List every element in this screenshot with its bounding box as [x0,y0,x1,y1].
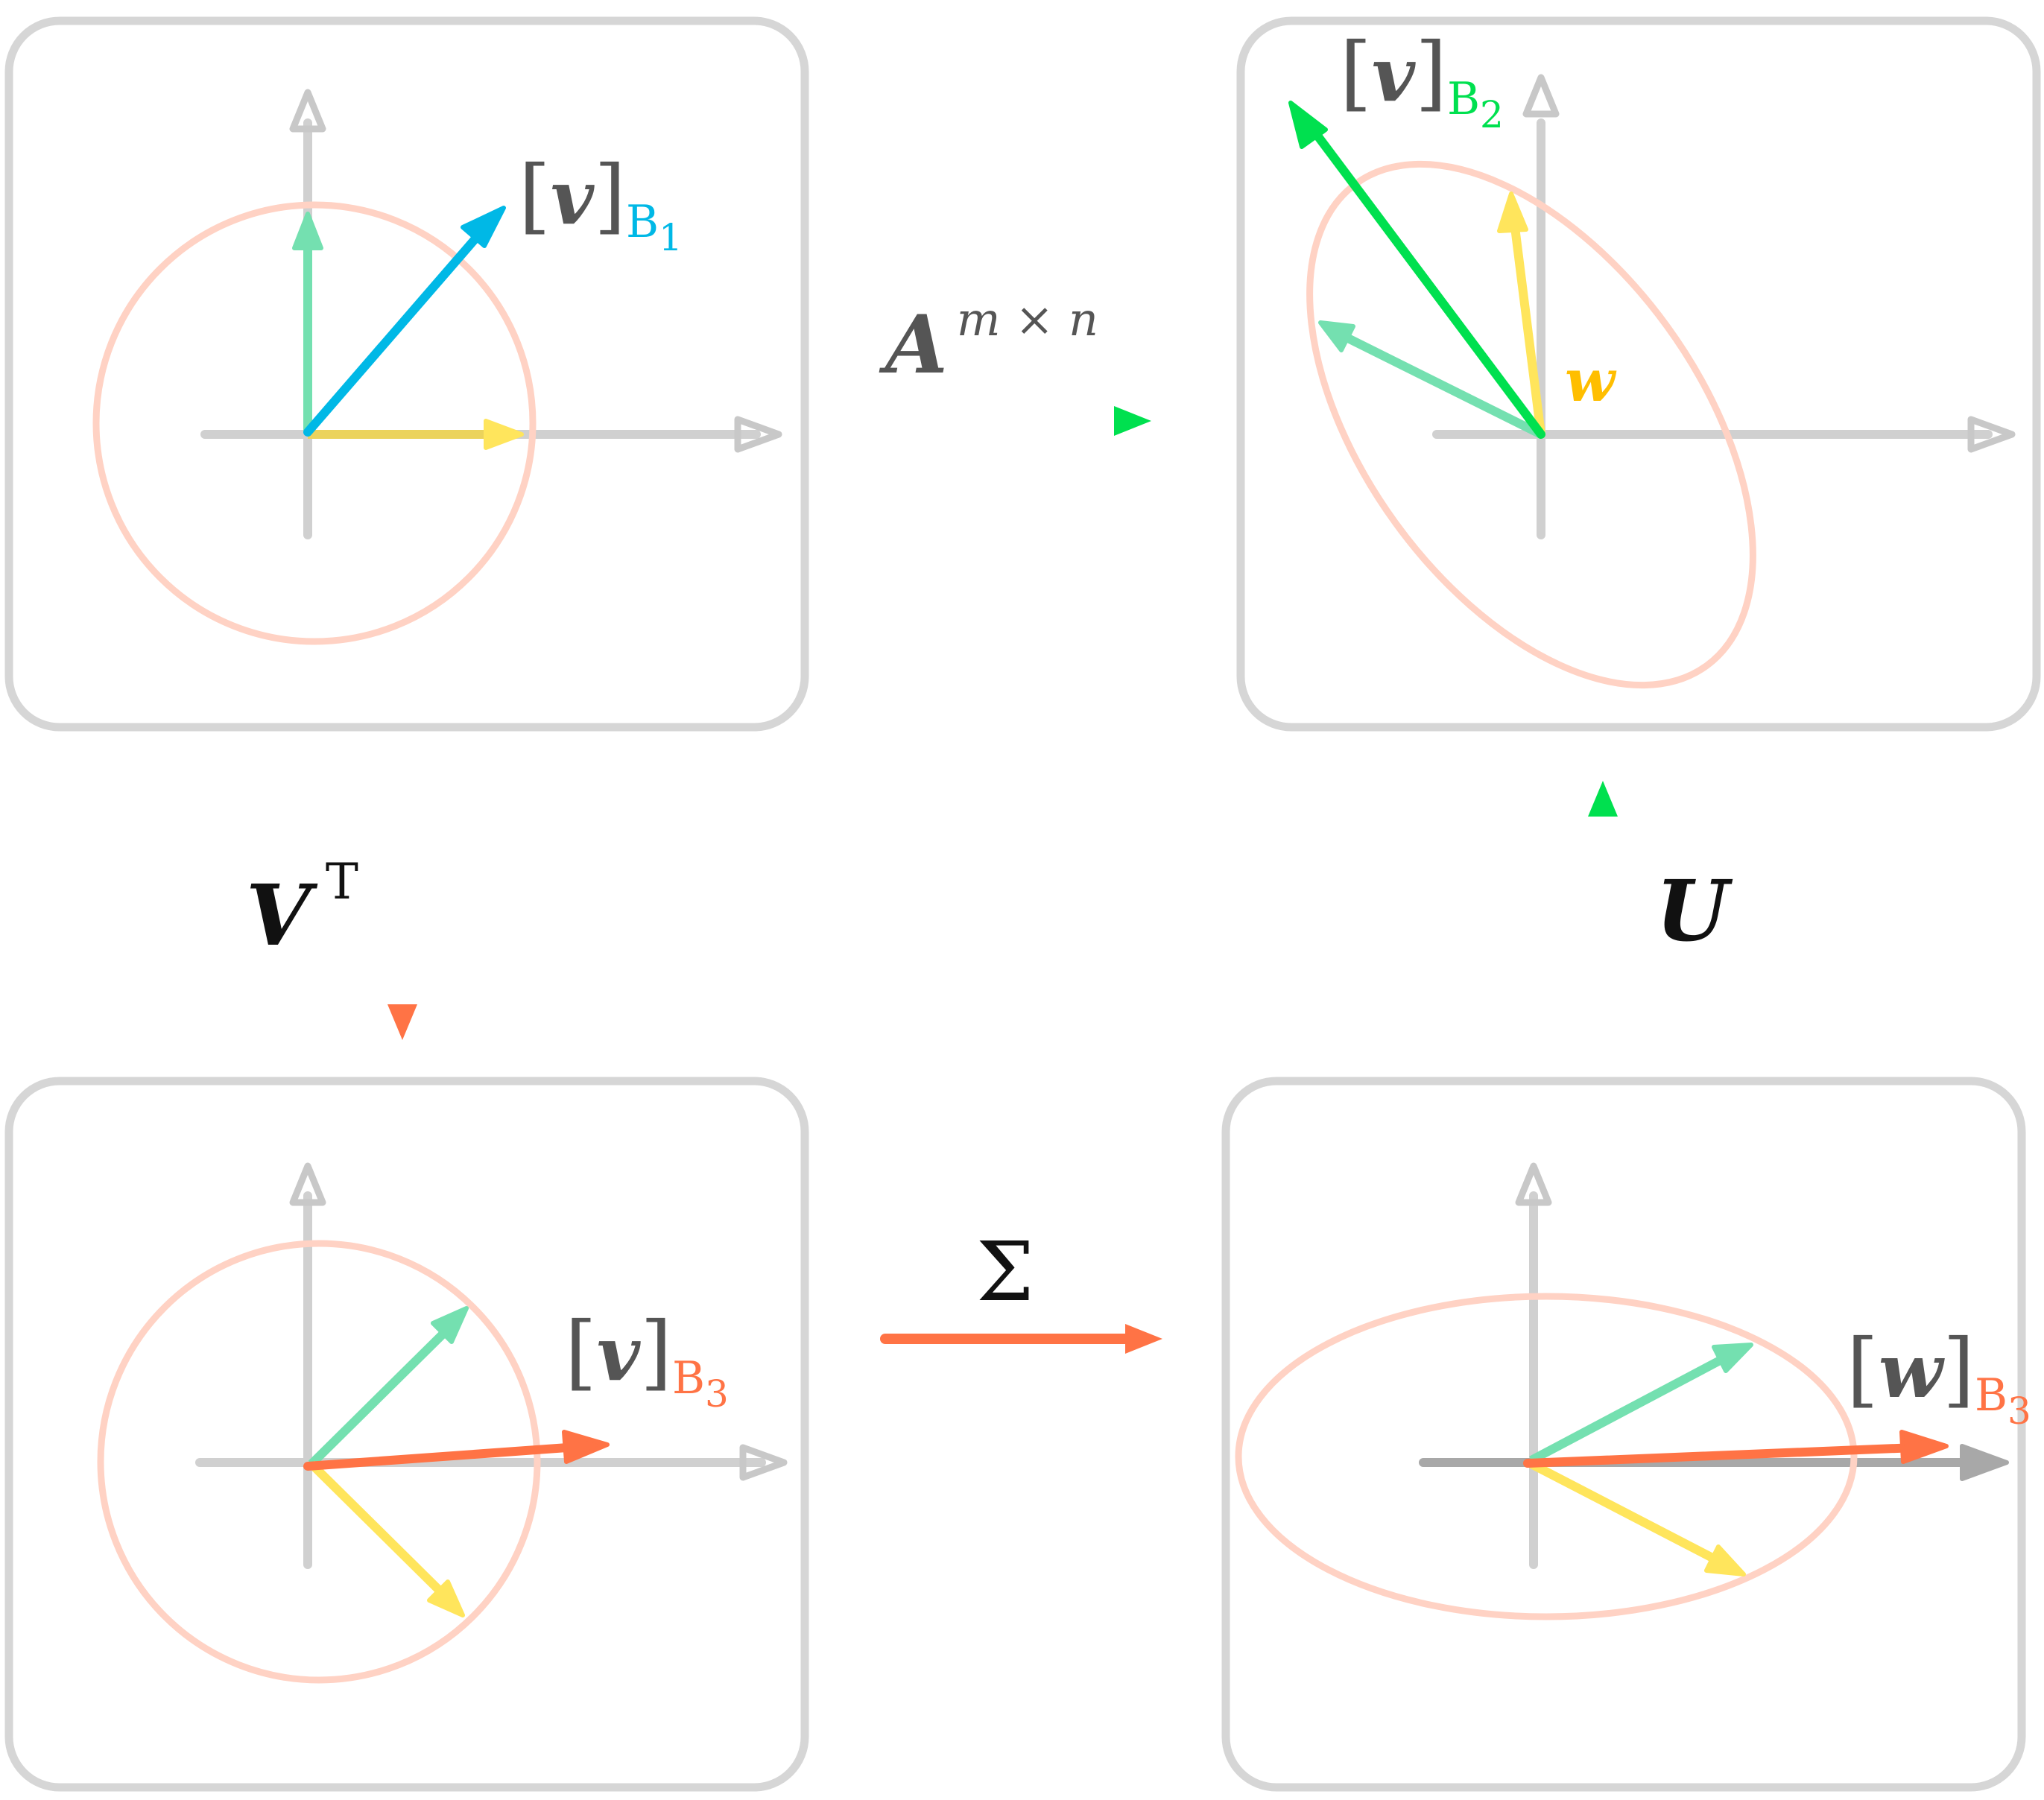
y-axis-arrowhead [1522,74,1560,118]
y-axis-arrowhead [289,89,326,133]
vector-w-b3 [1523,1430,1949,1468]
vector-v-b1 [303,206,506,437]
panel-frame [1236,16,2041,732]
panel-frame [4,1077,809,1792]
label-w-b3: [w]B3 [1847,1321,2031,1433]
vector-v-b3 [303,1430,610,1471]
x-axis-arrowhead [1967,416,2016,453]
label-w: w [1565,347,1617,415]
panel-frame [1221,1077,2026,1792]
arrow-U [1588,781,1618,1046]
rotated-basis-e1 [308,1460,465,1617]
axes [1419,1191,1979,1569]
arrow-Sigma [880,1324,1162,1354]
unit-circle [97,1240,541,1684]
y-axis-arrowhead [1515,1162,1552,1206]
transformed-basis-e1 [1497,191,1545,435]
y-axis-arrowhead [289,1162,326,1206]
axes [200,118,761,539]
arrow-A [869,406,1151,436]
label-U: U [1656,863,1733,960]
panel-output-space: w [v]B2 [1236,16,2041,732]
x-axis-arrowhead [1960,1444,2009,1481]
label-Sigma: Σ [976,1224,1034,1319]
label-v-b1: [v]B1 [519,148,683,259]
basis-vector-e2 [292,212,323,432]
vector-v-b2 [1288,101,1545,439]
panel-scaled-space: [w]B3 [1221,1077,2031,1792]
x-axis-arrowhead [739,1444,788,1481]
scaled-basis-e2 [1529,1343,1753,1465]
transformed-basis-e2 [1318,320,1543,439]
axes [195,1191,766,1569]
axes [1432,118,1993,539]
scaled-ellipse [1235,1293,1858,1620]
panel-frame [4,16,809,732]
panel-rotated-space: [v]B3 [4,1077,809,1792]
unit-circle [92,201,537,645]
arrow-V-transpose [387,776,417,1040]
label-v-b2: [v]B2 [1340,25,1504,136]
rotated-basis-e2 [308,1306,469,1468]
label-v-b3: [v]B3 [565,1304,729,1416]
panel-input-space: [v]B1 [4,16,809,732]
basis-vector-e1 [308,419,524,450]
x-axis-arrowhead [734,416,782,453]
scaled-basis-e1 [1529,1460,1746,1576]
